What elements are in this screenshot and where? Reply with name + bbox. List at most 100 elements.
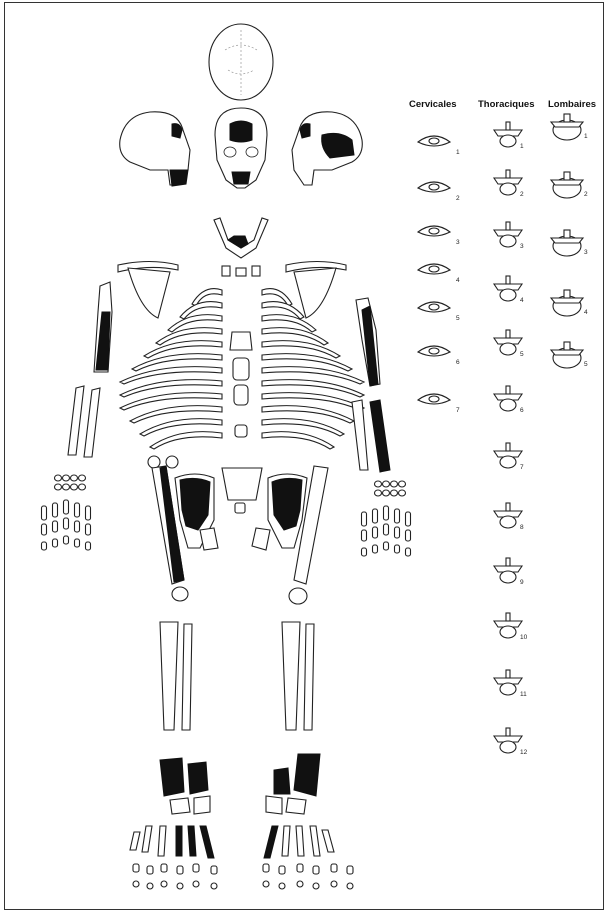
cervical-vertebra-label: 6 xyxy=(456,359,460,366)
thoracic-vertebra-label: 6 xyxy=(520,407,524,414)
toe-phalanx xyxy=(297,881,303,887)
lumbar-vertebra-label: 3 xyxy=(584,249,588,256)
carpal xyxy=(79,475,86,481)
lumbar-vertebra xyxy=(551,290,583,316)
hand-left xyxy=(42,475,91,550)
header-thoraciques: Thoraciques xyxy=(478,99,535,110)
coxal-right xyxy=(252,474,307,550)
carpal xyxy=(391,481,398,487)
thoracic-vertebra-label: 4 xyxy=(520,297,524,304)
cervical-vertebra xyxy=(418,182,450,192)
toe-phalanx xyxy=(331,881,337,887)
thoracic-vertebra xyxy=(494,558,522,583)
phalanx xyxy=(362,512,367,526)
toe-phalanx xyxy=(263,881,269,887)
phalanx xyxy=(64,536,69,544)
hand-right xyxy=(362,481,411,556)
thoracic-vertebra-label: 7 xyxy=(520,464,524,471)
toe-phalanx xyxy=(177,866,183,874)
mandible xyxy=(214,218,268,258)
cervical-vertebra xyxy=(418,346,450,356)
tibia-fibula-right xyxy=(282,622,314,730)
toe-phalanx xyxy=(331,864,337,872)
toe-phalanx xyxy=(279,883,285,889)
carpal xyxy=(383,481,390,487)
thoracic-vertebra xyxy=(494,443,522,468)
phalanx xyxy=(406,548,411,556)
phalanx xyxy=(64,518,69,529)
toe-phalanx xyxy=(133,864,139,872)
toe-phalanx xyxy=(313,883,319,889)
skull-right-lateral-view xyxy=(292,112,362,185)
lumbar-vertebra xyxy=(551,230,583,256)
thoracic-vertebra-label: 5 xyxy=(520,351,524,358)
cervical-vertebra xyxy=(418,264,450,274)
toe-phalanx xyxy=(161,864,167,872)
humerus-left xyxy=(94,282,112,372)
toe-phalanx xyxy=(177,883,183,889)
phalanx xyxy=(86,542,91,550)
phalanx xyxy=(373,509,378,523)
header-cervicales: Cervicales xyxy=(409,99,457,110)
cervical-vertebrae: 1234567 xyxy=(418,136,460,414)
cervical-vertebra-label: 4 xyxy=(456,277,460,284)
carpal xyxy=(63,484,70,490)
carpal xyxy=(383,490,390,496)
phalanx xyxy=(42,542,47,550)
phalanx xyxy=(53,503,58,517)
toe-phalanx xyxy=(133,881,139,887)
thoracic-vertebrae: 123456789101112 xyxy=(494,122,528,756)
cervical-vertebra-label: 7 xyxy=(456,407,460,414)
carpal xyxy=(391,490,398,496)
lumbar-vertebra xyxy=(551,114,583,140)
phalanx xyxy=(362,548,367,556)
toe-phalanx xyxy=(147,883,153,889)
carpal xyxy=(55,484,62,490)
carpal xyxy=(399,490,406,496)
carpal xyxy=(63,475,70,481)
ribs-left xyxy=(120,289,222,449)
cervical-vertebra-label: 2 xyxy=(456,195,460,202)
cervical-vertebra xyxy=(418,226,450,236)
thoracic-vertebra xyxy=(494,222,522,247)
carpal xyxy=(71,484,78,490)
toe-phalanx xyxy=(211,883,217,889)
lumbar-vertebra-label: 1 xyxy=(584,133,588,140)
phalanx xyxy=(64,500,69,514)
sternal-elements xyxy=(222,266,260,276)
rib xyxy=(262,432,334,449)
sacrum xyxy=(222,468,262,513)
carpal xyxy=(55,475,62,481)
carpal xyxy=(375,481,382,487)
thoracic-vertebra-label: 12 xyxy=(520,749,528,756)
thoracic-vertebra xyxy=(494,613,522,638)
phalanx xyxy=(75,503,80,517)
phalanx xyxy=(384,506,389,520)
humerus-right xyxy=(356,298,380,386)
thoracic-vertebra xyxy=(494,122,522,147)
foot-left xyxy=(130,758,214,858)
lumbar-vertebra-label: 2 xyxy=(584,191,588,198)
foot-right xyxy=(264,754,334,858)
phalanx xyxy=(362,530,367,541)
toe-phalanx xyxy=(347,883,353,889)
toe-phalanx xyxy=(161,881,167,887)
tibia-fibula-left xyxy=(160,622,192,730)
carpal xyxy=(71,475,78,481)
thoracic-vertebra-label: 1 xyxy=(520,143,524,150)
phalanx xyxy=(75,539,80,547)
toe-phalanx xyxy=(147,866,153,874)
phalanx xyxy=(384,542,389,550)
phalanx xyxy=(86,524,91,535)
phalanx xyxy=(406,530,411,541)
cervical-vertebra xyxy=(418,136,450,146)
thoracic-vertebra xyxy=(494,170,522,195)
skull-left-lateral-view xyxy=(120,112,190,186)
thoracic-vertebra xyxy=(494,728,522,753)
forearm-left xyxy=(68,386,100,457)
cervical-vertebra-label: 5 xyxy=(456,315,460,322)
scapulae xyxy=(128,268,336,318)
carpal xyxy=(79,484,86,490)
lumbar-vertebra xyxy=(551,172,583,198)
